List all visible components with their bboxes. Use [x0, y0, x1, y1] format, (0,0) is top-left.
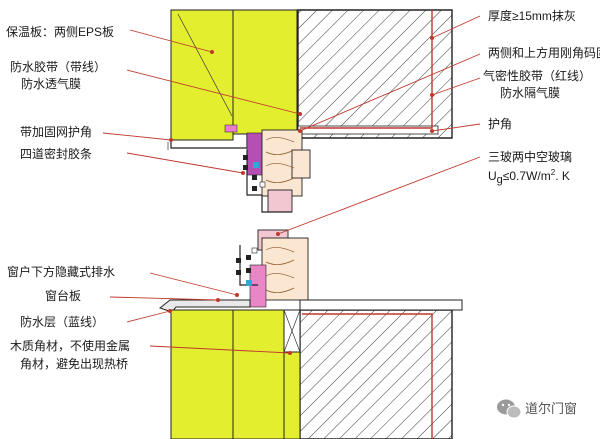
wechat-logo-icon — [497, 399, 522, 419]
label-eps-board: 保温板：两侧EPS板 — [6, 25, 114, 39]
window-frame-bottom — [236, 229, 309, 308]
label-sill-board: 窗台板 — [45, 288, 81, 303]
label-wood-corner-2: 角材，避免出现热桥 — [20, 356, 128, 371]
label-corner-guard: 护角 — [488, 117, 512, 131]
label-plaster: 厚度≥15mm抹灰 — [488, 8, 576, 23]
label-airtight-tape: 气密性胶带（红线） — [483, 68, 591, 83]
label-waterproof-tape: 防水胶带（带线） — [10, 59, 106, 74]
window-frame-top — [243, 129, 311, 213]
insulation-eps-bottom — [170, 309, 301, 439]
watermark-text: 道尔门窗 — [525, 401, 577, 416]
label-breathable-membrane: 防水透气膜 — [21, 76, 81, 91]
label-hidden-drain: 窗户下方隐藏式排水 — [7, 264, 115, 279]
label-mesh-corner: 带加固网护角 — [20, 125, 92, 139]
label-fixing: 两侧和上方用刚角码固定 — [488, 45, 600, 60]
labels: 保温板：两侧EPS板 防水胶带（带线） 防水透气膜 带加固网护角 四道密封胶条 … — [6, 8, 600, 371]
label-waterproof-layer: 防水层（蓝线） — [20, 314, 104, 329]
leader-lines — [102, 15, 481, 355]
label-wood-corner-1: 木质角材，不使用金属 — [10, 338, 130, 353]
label-u-value: Ug≤0.7W/m2. K — [488, 168, 570, 186]
label-triple-glazing: 三玻两中空玻璃 — [488, 149, 572, 164]
masonry-wall-bottom — [299, 299, 463, 439]
watermark: 道尔门窗 — [497, 399, 577, 419]
insulation-eps-top — [170, 9, 298, 141]
masonry-wall-top — [297, 9, 453, 139]
label-vapor-membrane: 防水隔气膜 — [500, 85, 560, 100]
label-four-seals: 四道密封胶条 — [20, 146, 92, 161]
